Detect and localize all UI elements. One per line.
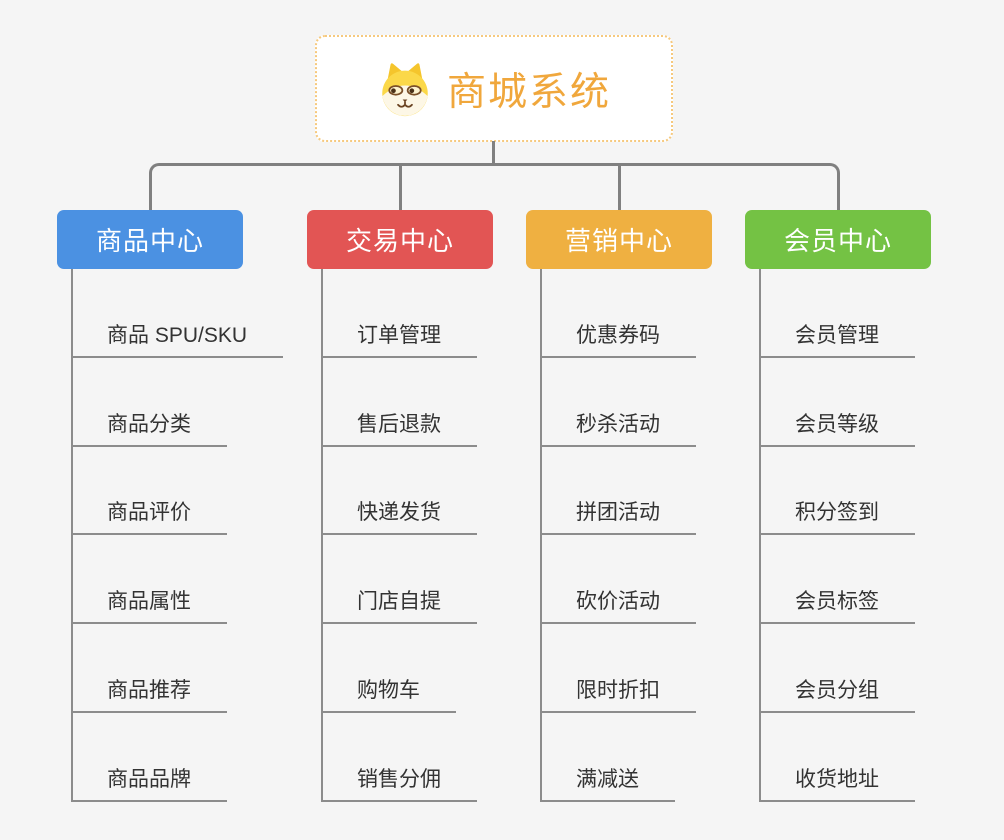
leaf-node[interactable]: 会员标签: [761, 585, 915, 625]
leaf-node[interactable]: 商品品牌: [73, 763, 227, 802]
leaf-row: 会员等级: [761, 358, 915, 447]
leaf-row: 商品分类: [73, 358, 283, 447]
leaf-row: 商品 SPU/SKU: [73, 269, 284, 358]
leaf-row: 售后退款: [323, 358, 477, 447]
connector-root-stem: [492, 141, 495, 165]
leaf-node[interactable]: 商品分类: [73, 408, 227, 447]
leaf-node[interactable]: 商品推荐: [73, 674, 227, 713]
leaf-node[interactable]: 购物车: [323, 674, 456, 713]
leaf-row: 积分签到: [761, 447, 915, 536]
leaf-node[interactable]: 快递发货: [323, 496, 477, 536]
leaf-row: 限时折扣: [542, 624, 696, 713]
root-node[interactable]: 商城系统: [315, 35, 673, 142]
leaf-row: 会员标签: [761, 535, 915, 625]
leaf-row: 快递发货: [323, 447, 477, 536]
leaf-node[interactable]: 会员分组: [761, 674, 915, 713]
leaf-row: 收货地址: [761, 713, 915, 802]
leaf-node[interactable]: 秒杀活动: [542, 408, 696, 447]
leaf-row: 秒杀活动: [542, 358, 696, 447]
leaf-row: 门店自提: [323, 535, 477, 625]
leaf-row: 商品推荐: [73, 624, 283, 713]
branch-node-products[interactable]: 商品中心: [57, 210, 243, 269]
leaf-node[interactable]: 满减送: [542, 763, 675, 802]
leaf-row: 商品品牌: [73, 713, 283, 802]
leaf-node[interactable]: 拼团活动: [542, 496, 696, 536]
leaf-node[interactable]: 会员等级: [761, 408, 915, 447]
connector-drop-branch-1: [399, 165, 402, 210]
leaf-node[interactable]: 门店自提: [323, 585, 477, 625]
leaf-node[interactable]: 商品属性: [73, 585, 227, 625]
leaf-node[interactable]: 销售分佣: [323, 763, 477, 802]
leaf-row: 会员分组: [761, 624, 915, 713]
root-title: 商城系统: [446, 70, 611, 114]
leaf-row: 拼团活动: [542, 447, 696, 536]
leaf-node[interactable]: 售后退款: [323, 408, 477, 447]
leaf-row: 订单管理: [323, 269, 477, 358]
leaf-node[interactable]: 会员管理: [761, 319, 915, 358]
leaf-node[interactable]: 订单管理: [323, 319, 477, 358]
leaf-node[interactable]: 优惠券码: [542, 319, 696, 358]
leaf-column-members: 会员管理 会员等级 积分签到 会员标签 会员分组 收货地址: [759, 269, 915, 802]
leaf-row: 销售分佣: [323, 713, 477, 802]
branch-node-trade[interactable]: 交易中心: [307, 210, 493, 269]
leaf-column-trade: 订单管理 售后退款 快递发货 门店自提 购物车 销售分佣: [321, 269, 477, 802]
dog-face-icon: [382, 62, 428, 116]
leaf-row: 购物车: [323, 624, 477, 713]
branch-node-members[interactable]: 会员中心: [745, 210, 931, 269]
connector-drop-branch-2: [618, 165, 621, 210]
connector-bracket: [149, 163, 840, 210]
branch-node-marketing[interactable]: 营销中心: [526, 210, 712, 269]
leaf-column-products: 商品 SPU/SKU 商品分类 商品评价 商品属性 商品推荐 商品品牌: [71, 269, 284, 802]
leaf-row: 优惠券码: [542, 269, 696, 358]
leaf-column-marketing: 优惠券码 秒杀活动 拼团活动 砍价活动 限时折扣 满减送: [540, 269, 696, 802]
leaf-row: 砍价活动: [542, 535, 696, 625]
leaf-row: 会员管理: [761, 269, 915, 358]
leaf-row: 商品评价: [73, 447, 283, 536]
leaf-row: 满减送: [542, 713, 696, 802]
leaf-node[interactable]: 收货地址: [761, 763, 915, 802]
leaf-node[interactable]: 限时折扣: [542, 674, 696, 713]
leaf-node[interactable]: 砍价活动: [542, 585, 696, 625]
leaf-node[interactable]: 商品评价: [73, 496, 227, 536]
leaf-node[interactable]: 商品 SPU/SKU: [73, 319, 284, 358]
leaf-row: 商品属性: [73, 535, 283, 625]
leaf-node[interactable]: 积分签到: [761, 496, 915, 536]
